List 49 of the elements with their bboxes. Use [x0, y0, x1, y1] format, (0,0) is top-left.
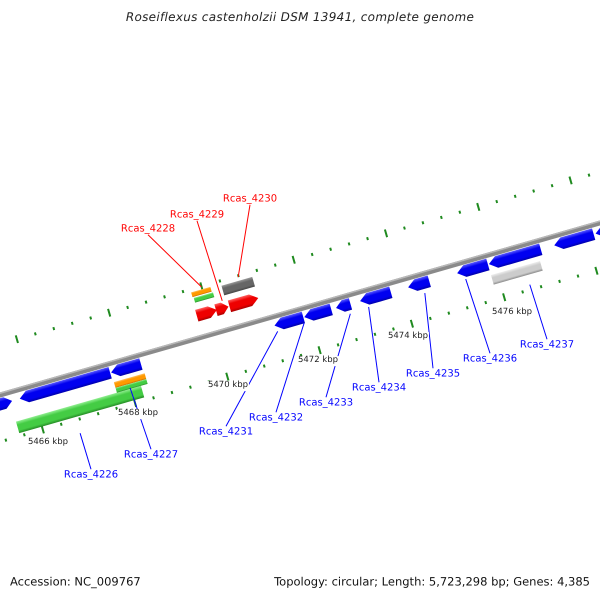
- scale-label: 5466 kbp: [26, 438, 70, 448]
- gene-feature: [0, 397, 12, 411]
- gene-feature: [554, 228, 596, 249]
- gene-label: Rcas_4234: [352, 382, 406, 394]
- gene-label: Rcas_4233: [298, 397, 354, 409]
- gene-feature: [304, 304, 333, 321]
- gene-label: Rcas_4228: [120, 223, 176, 235]
- gene-feature: [111, 358, 143, 376]
- gene-feature: [191, 286, 212, 298]
- leader-line: [80, 432, 92, 470]
- gene-feature: [195, 306, 217, 322]
- leader-line: [424, 292, 434, 369]
- leader-line: [148, 234, 202, 288]
- scale-label: 5476 kbp: [490, 308, 534, 318]
- gene-feature: [360, 286, 392, 305]
- gene-label: Rcas_4235: [406, 368, 460, 380]
- gene-label: Rcas_4226: [64, 469, 118, 481]
- gene-label: Rcas_4227: [124, 449, 178, 461]
- gene-feature: [20, 367, 112, 402]
- leader-line: [238, 204, 250, 278]
- leader-line: [368, 306, 380, 383]
- gene-label: Rcas_4231: [198, 426, 254, 438]
- leader-line: [326, 313, 351, 398]
- scale-label: 5472 kbp: [296, 356, 340, 366]
- gene-label: Rcas_4229: [170, 209, 224, 221]
- gene-label: Rcas_4230: [222, 193, 278, 205]
- gene-feature: [408, 276, 431, 291]
- scale-label: 5474 kbp: [386, 332, 430, 342]
- gene-label: Rcas_4232: [248, 412, 304, 424]
- gene-label: Rcas_4237: [520, 339, 574, 351]
- gene-feature: [194, 292, 214, 303]
- gene-feature: [221, 276, 255, 296]
- leader-line: [196, 220, 223, 302]
- gene-feature: [274, 312, 305, 330]
- leader-line: [465, 278, 490, 354]
- gene-feature: [116, 379, 148, 393]
- footer-text: Topology: circular; Length: 5,723,298 bp; Genes: 4,385: [274, 575, 590, 589]
- gene-feature: [114, 373, 146, 388]
- leader-line: [226, 330, 278, 427]
- gene-feature: [488, 244, 542, 268]
- gene-feature: [214, 302, 228, 316]
- scale-label: 5468 kbp: [116, 409, 160, 419]
- title: Roseiflexus castenholzii DSM 13941, complete genome: [124, 10, 476, 24]
- gene-feature: [336, 298, 352, 312]
- scale-label: 5470 kbp: [206, 381, 250, 391]
- gene-feature: [457, 258, 490, 277]
- leader-line: [529, 284, 548, 340]
- gene-label: Rcas_4236: [462, 353, 518, 365]
- footer-text: Accession: NC_009767: [10, 575, 141, 589]
